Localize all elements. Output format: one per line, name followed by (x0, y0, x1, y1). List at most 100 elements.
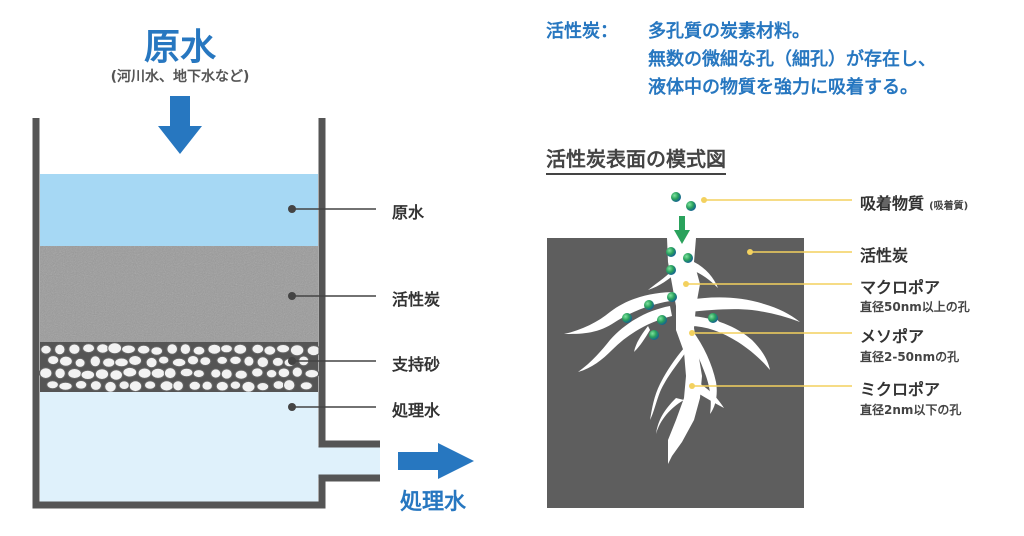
pebble (265, 369, 278, 379)
pebble (166, 343, 178, 355)
pebble (118, 380, 130, 391)
layer-leaders (292, 208, 376, 408)
pebble (272, 380, 285, 390)
layer-label-activated-carbon: 活性炭 (392, 290, 441, 309)
pebble (220, 344, 233, 354)
tank-wall (32, 118, 380, 509)
pebble (109, 369, 123, 381)
pebble (40, 344, 52, 355)
pebble (229, 380, 242, 390)
pebble (136, 344, 151, 355)
micropore-label: ミクロポア (860, 380, 941, 399)
pebble (59, 355, 73, 367)
raw-water-subtitle: (河川水、地下水など) (110, 69, 250, 85)
pebble (256, 382, 270, 392)
pebble (58, 381, 73, 391)
pebble (241, 380, 256, 393)
pebble (256, 356, 269, 369)
pebble (263, 345, 277, 356)
pebble (114, 357, 129, 368)
pebble (271, 356, 284, 367)
pebble (220, 368, 233, 380)
definition-term: 活性炭： (546, 21, 618, 42)
pebble (54, 367, 66, 380)
pebble (277, 367, 291, 379)
pebble (188, 380, 202, 391)
pebble (291, 366, 303, 378)
pebble (299, 381, 313, 391)
pore-leader-dot (689, 330, 695, 336)
adsorbate-molecule (622, 313, 632, 323)
definition-line: 多孔質の炭素材料。 (648, 21, 810, 42)
pore-leader-dot (689, 383, 695, 389)
pore-leader-dot (683, 281, 689, 287)
pebble (144, 380, 157, 390)
pebble (186, 355, 200, 366)
diagram-title: 活性炭表面の模式図 (546, 143, 726, 175)
pore-leader-dot (701, 197, 707, 203)
pebble (234, 369, 248, 380)
adsorbate-molecule (671, 192, 681, 202)
pebble (243, 355, 255, 367)
pebble (80, 369, 96, 380)
pebble (210, 368, 222, 379)
pebble (179, 367, 194, 378)
definition-line: 無数の微細な孔（細孔）が存在し、 (648, 49, 936, 70)
pebble (74, 357, 86, 368)
pebble (46, 380, 59, 390)
outflow-arrow (398, 443, 474, 479)
layer-label-treated-water: 処理水 (392, 401, 441, 420)
pebble (145, 356, 158, 369)
pebble (47, 355, 60, 366)
pebble (276, 344, 291, 354)
pebble (251, 343, 265, 355)
pebble (94, 368, 110, 381)
pebble (233, 343, 248, 355)
pebble (104, 380, 117, 393)
pore-leader-dot (747, 249, 753, 255)
pebble (179, 343, 192, 356)
macropore-desc: 直径50nm以上の孔 (860, 300, 970, 314)
outlet-water (318, 446, 380, 478)
adsorbate-molecule (667, 292, 677, 302)
adsorbate-molecules (622, 192, 718, 340)
layer-label-support-sand: 支持砂 (392, 355, 441, 374)
adsorbate-molecule (666, 265, 676, 275)
mesopore-desc: 直径2-50nmの孔 (860, 350, 960, 364)
pebble (171, 357, 187, 368)
inflow-arrow (158, 96, 202, 154)
macropore-label: マクロポア (860, 278, 941, 297)
adsorbate-molecule (683, 253, 693, 263)
adsorbate-molecule (686, 201, 696, 211)
adsorbate-sub-label: (吸着質) (929, 201, 969, 212)
pebble (121, 344, 136, 355)
pebble (39, 367, 53, 380)
adsorbate-molecule (666, 247, 676, 257)
pebble (216, 355, 228, 365)
definition-line: 液体中の物質を強力に吸着する。 (648, 77, 918, 98)
pebble (229, 355, 242, 365)
leader-dot (288, 357, 296, 365)
leader-dot (288, 403, 296, 411)
pebble (150, 367, 166, 379)
raw-water-layer (40, 174, 318, 246)
pebble (150, 346, 164, 356)
pebble (192, 369, 205, 379)
pebble (128, 380, 143, 393)
micropore-desc: 直径2nm以下の孔 (860, 403, 962, 417)
pebble (192, 345, 206, 356)
pebble (201, 380, 213, 391)
pebble (122, 366, 138, 378)
pebble (306, 345, 321, 357)
leader-dot (288, 205, 296, 213)
pebble (107, 342, 123, 355)
pebble (283, 379, 296, 392)
pebble (74, 380, 88, 390)
adsorbate-label: 吸着物質 (860, 194, 925, 213)
pebble (89, 355, 102, 368)
pebble (163, 367, 177, 380)
activated-carbon-layer (40, 246, 318, 342)
mesopore-label: メソポア (860, 327, 925, 346)
pebble (289, 344, 305, 357)
treated-water-layer (40, 392, 318, 502)
